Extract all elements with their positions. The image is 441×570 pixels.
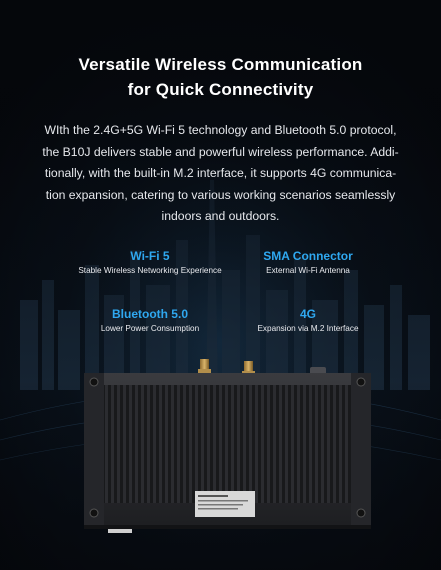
description-line: WIth the 2.4G+5G Wi-Fi 5 technology and …	[44, 123, 397, 137]
feature-sma-connector: SMA Connector External Wi-Fi Antenna	[208, 248, 408, 277]
feature-name: Wi-Fi 5	[130, 249, 170, 263]
description-line: the B10J delivers stable and powerful wi…	[42, 144, 399, 159]
sma-antenna-connector-right	[242, 361, 255, 375]
feature-4g: 4G Expansion via M.2 Interface	[208, 306, 408, 335]
section-heading: Versatile Wireless Communication for Qui…	[0, 52, 441, 102]
feature-detail: Expansion via M.2 Interface	[257, 324, 359, 333]
description-line: tionally, with the built-in M.2 interfac…	[44, 166, 397, 180]
description-paragraph: WIth the 2.4G+5G Wi-Fi 5 technology and …	[28, 120, 413, 228]
feature-bluetooth: Bluetooth 5.0 Lower Power Consumption	[50, 306, 250, 335]
feature-name: 4G	[299, 307, 316, 321]
feature-name: SMA Connector	[263, 249, 353, 263]
feature-detail: Lower Power Consumption	[100, 324, 200, 333]
description-line: indoors and outdoors.	[161, 209, 280, 223]
feature-name: Bluetooth 5.0	[111, 307, 188, 321]
feature-wifi5: Wi-Fi 5 Stable Wireless Networking Exper…	[50, 248, 250, 277]
feature-detail: Stable Wireless Networking Experience	[78, 266, 222, 275]
sma-antenna-connector-left	[198, 359, 211, 373]
heading-line-1: Versatile Wireless Communication	[78, 55, 363, 74]
feature-detail: External Wi-Fi Antenna	[266, 266, 350, 275]
description-line: tion expansion, catering to various work…	[45, 187, 396, 202]
heading-line-2: for Quick Connectivity	[127, 80, 314, 99]
device-image	[84, 359, 371, 533]
